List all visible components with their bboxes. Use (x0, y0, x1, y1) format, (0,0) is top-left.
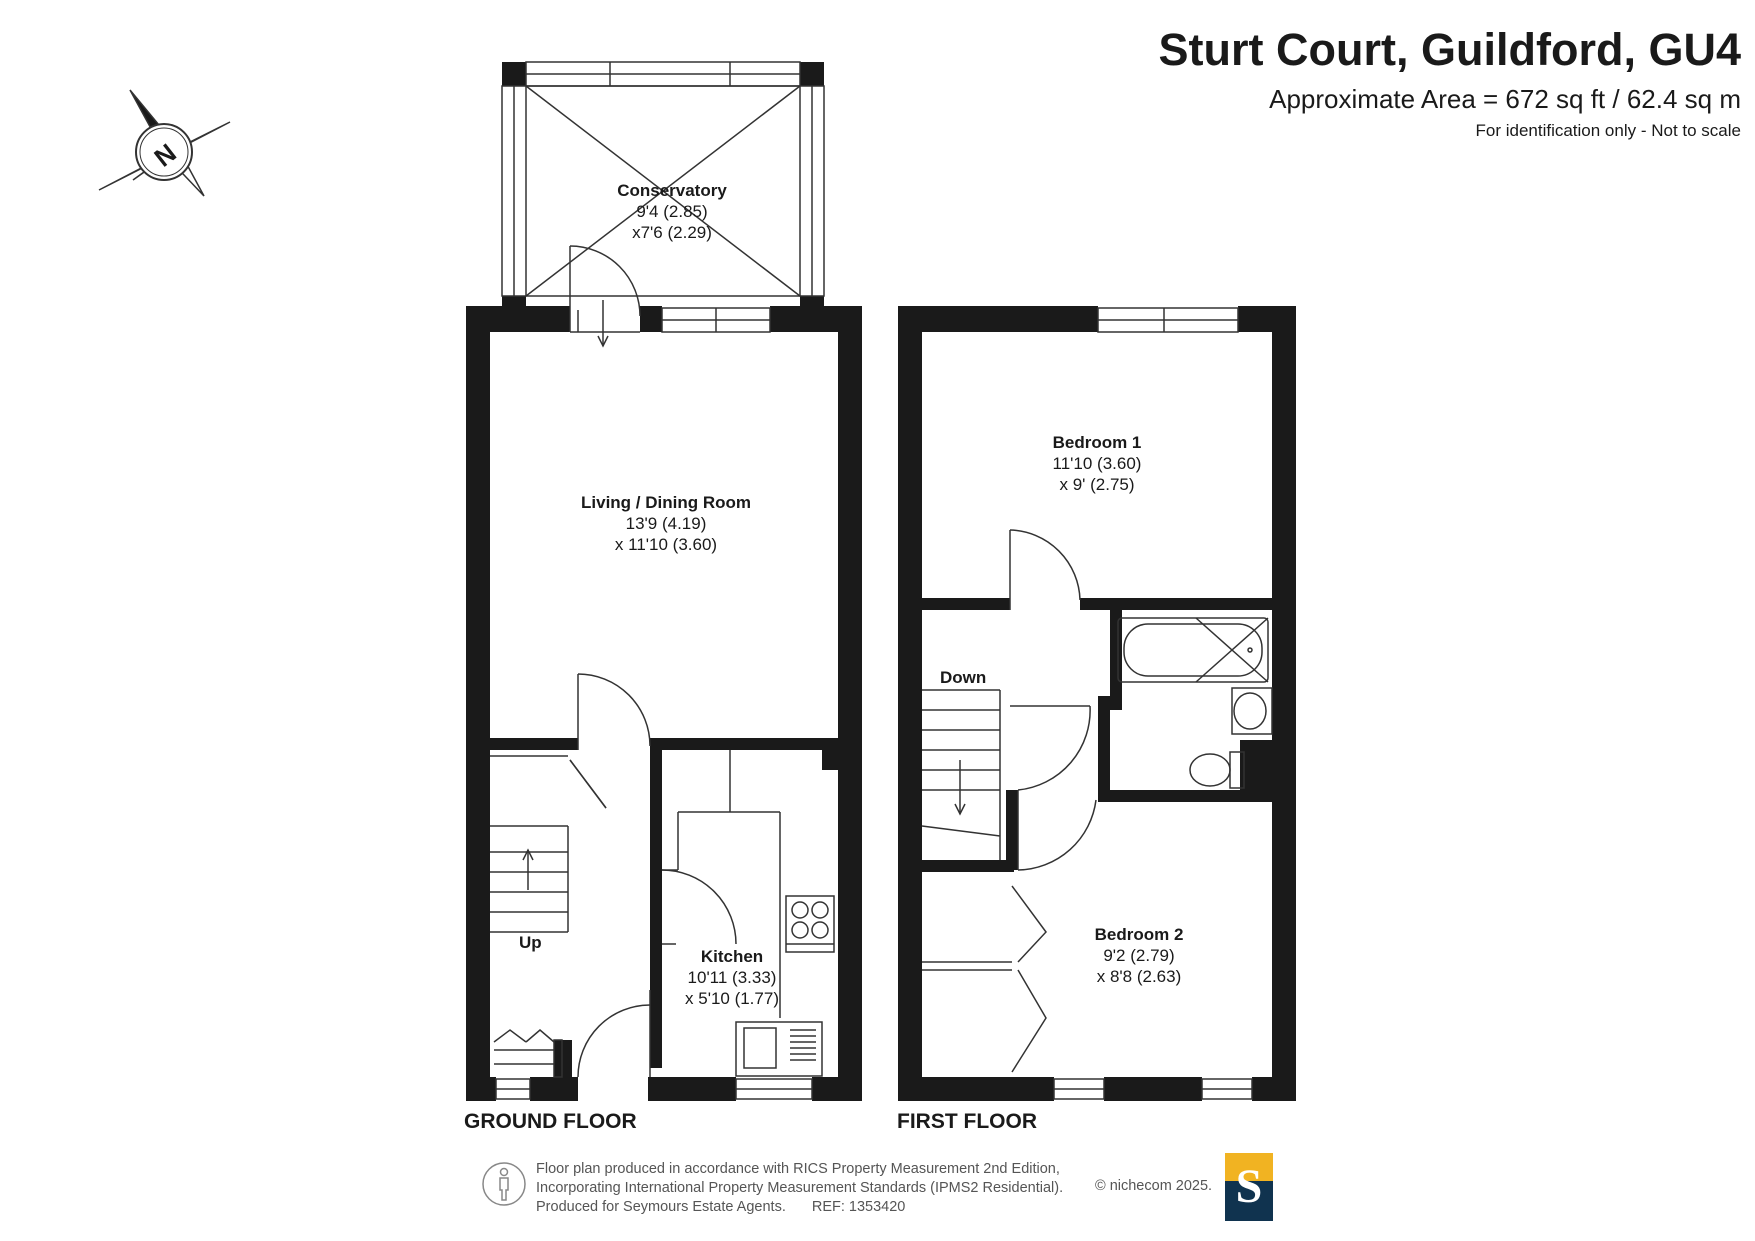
room-dimension: 9'4 (2.85) (636, 202, 708, 221)
agent-logo: S (1225, 1153, 1273, 1221)
stairs-up-label: Up (519, 933, 542, 952)
reference-number: REF: 1353420 (811, 1199, 906, 1215)
page-title: Sturt Court, Guildford, GU4 (1158, 24, 1741, 75)
room-conservatory: Conservatory 9'4 (2.85) x7'6 (2.29) (617, 180, 727, 243)
room-name: Bedroom 1 (1052, 433, 1142, 452)
room-dimension: x 8'8 (2.63) (1096, 967, 1182, 986)
compass-icon (98, 89, 231, 197)
room-name: Living / Dining Room (581, 493, 751, 512)
ground-floor-details (490, 245, 835, 1100)
room-name: Bedroom 2 (1094, 925, 1184, 944)
room-dimension: 13'9 (4.19) (625, 514, 707, 533)
first-floor-details (921, 307, 1273, 1100)
footer-line: Produced for Seymours Estate Agents. (536, 1199, 786, 1215)
ground-floor-label: GROUND FLOOR (464, 1110, 637, 1133)
scale-note: For identification only - Not to scale (1475, 121, 1741, 140)
room-dimension: 9'2 (2.79) (1103, 946, 1175, 965)
room-dimension: x 11'10 (3.60) (614, 535, 718, 554)
room-kitchen: Kitchen 10'11 (3.33) x 5'10 (1.77) (685, 946, 779, 1009)
room-bedroom-1: Bedroom 1 11'10 (3.60) x 9' (2.75) (1053, 432, 1142, 495)
room-living-dining: Living / Dining Room 13'9 (4.19) x 11'10… (581, 492, 751, 555)
stairs-down-label: Down (940, 668, 987, 687)
room-dimension: x 9' (2.75) (1059, 475, 1135, 494)
room-dimension: 10'11 (3.33) (687, 968, 777, 987)
ground-floor-walls (466, 306, 862, 1101)
room-bedroom-2: Bedroom 2 9'2 (2.79) x 8'8 (2.63) (1095, 924, 1184, 987)
person-icon (482, 1162, 526, 1206)
first-floor-label: FIRST FLOOR (897, 1110, 1037, 1133)
approximate-area: Approximate Area = 672 sq ft / 62.4 sq m (1269, 84, 1741, 114)
copyright: © nichecom 2025. (1095, 1178, 1213, 1194)
room-dimension: x 5'10 (1.77) (685, 989, 779, 1008)
footer-notes: Floor plan produced in accordance with R… (536, 1160, 1063, 1217)
logo-letter: S (1235, 1160, 1263, 1213)
conservatory-structure (501, 61, 825, 308)
room-dimension: 11'10 (3.60) (1052, 454, 1142, 473)
room-name: Kitchen (700, 947, 764, 966)
room-dimension: x7'6 (2.29) (632, 223, 712, 242)
footer-line: Incorporating International Property Mea… (536, 1180, 1064, 1196)
footer-line: Floor plan produced in accordance with R… (536, 1161, 1060, 1177)
room-name: Conservatory (617, 181, 727, 200)
first-floor-walls (898, 306, 1296, 1101)
